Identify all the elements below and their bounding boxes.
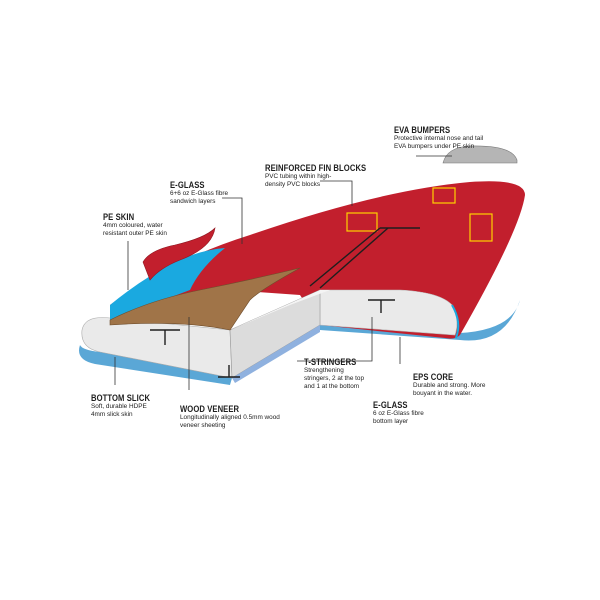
label-desc: PVC tubing within high- density PVC bloc… — [265, 173, 332, 188]
label-title: PE SKIN — [103, 212, 135, 222]
label-desc: 6+6 oz E-Glass fibre sandwich layers — [170, 190, 229, 205]
label-t-stringers: T-STRINGERS Strengthening stringers, 2 a… — [304, 357, 366, 391]
label-title: E-GLASS — [373, 400, 408, 410]
pe-skin-flap — [142, 227, 216, 281]
label-eva-bumpers: EVA BUMPERS Protective internal nose and… — [394, 125, 483, 151]
label-eps-core: EPS CORE Durable and strong. More bouyan… — [413, 372, 485, 398]
label-desc: 6 oz E-Glass fibre bottom layer — [373, 410, 424, 425]
label-desc: Strengthening stringers, 2 at the top an… — [304, 367, 365, 390]
label-title: REINFORCED FIN BLOCKS — [265, 163, 367, 173]
label-pe-skin: PE SKIN 4mm coloured, water resistant ou… — [103, 212, 167, 238]
label-title: BOTTOM SLICK — [91, 393, 151, 403]
label-e-glass-bottom: E-GLASS 6 oz E-Glass fibre bottom layer — [373, 400, 424, 426]
label-wood-veneer: WOOD VENEER Longitudinally aligned 0.5mm… — [180, 404, 280, 430]
e-glass-layer — [110, 248, 225, 320]
eva-bumper-shape — [442, 145, 518, 164]
label-title: T-STRINGERS — [304, 357, 357, 367]
label-title: EVA BUMPERS — [394, 125, 451, 135]
label-bottom-slick: BOTTOM SLICK Soft, durable HDPE 4mm slic… — [91, 393, 161, 419]
fin-blocks — [346, 187, 493, 242]
label-title: E-GLASS — [170, 180, 205, 190]
label-title: WOOD VENEER — [180, 404, 240, 414]
wood-veneer-layer — [109, 267, 301, 331]
label-reinforced-fin-blocks: REINFORCED FIN BLOCKS PVC tubing within … — [265, 163, 384, 189]
label-desc: Protective internal nose and tail EVA bu… — [394, 135, 484, 150]
label-title: EPS CORE — [413, 372, 454, 382]
label-e-glass-top: E-GLASS 6+6 oz E-Glass fibre sandwich la… — [170, 180, 228, 206]
label-desc: Durable and strong. More bouyant in the … — [413, 382, 486, 397]
label-desc: 4mm coloured, water resistant outer PE s… — [103, 222, 167, 237]
label-desc: Longitudinally aligned 0.5mm wood veneer… — [180, 414, 280, 429]
label-desc: Soft, durable HDPE 4mm slick skin — [91, 403, 147, 418]
